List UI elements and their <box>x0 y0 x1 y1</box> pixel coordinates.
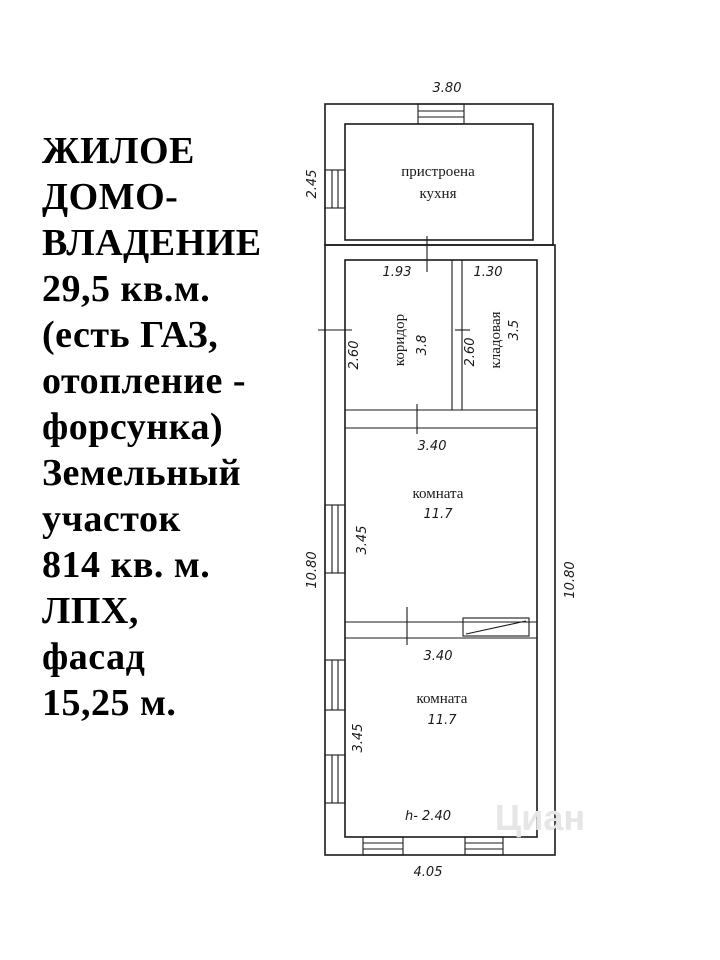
kitchen-width-dim: 3.80 <box>433 81 462 96</box>
corridor-area: 3.8 <box>415 335 430 356</box>
info-line: Земельный <box>42 452 242 494</box>
room1-width-dim: 3.40 <box>418 439 447 454</box>
corridor-label: коридор <box>392 314 408 366</box>
total-right-dim: 10.80 <box>563 561 578 598</box>
listing-info-text: ЖИЛОЕ ДОМО- ВЛАДЕНИЕ 29,5 кв.м. (есть ГА… <box>42 128 302 726</box>
watermark: Циан <box>495 797 585 838</box>
room1-label: комната <box>413 486 464 502</box>
total-left-dim: 10.80 <box>305 551 320 588</box>
storage-depth-dim: 2.60 <box>463 338 478 367</box>
info-line: ДОМО- <box>42 176 179 218</box>
info-line: ВЛАДЕНИЕ <box>42 222 262 264</box>
ceiling-height-dim: h- 2.40 <box>405 809 451 824</box>
storage-area: 3.5 <box>507 320 522 341</box>
kitchen-depth-dim: 2.45 <box>305 170 320 199</box>
kitchen-label-line2: кухня <box>419 186 456 202</box>
room2-width-dim: 3.40 <box>424 649 453 664</box>
storage-width-dim: 1.30 <box>474 265 503 280</box>
windows <box>324 103 504 856</box>
kitchen-label-line1: пристроена <box>401 164 475 180</box>
interior-partitions <box>345 260 537 639</box>
info-line: отопление - <box>42 360 247 402</box>
corridor-depth-dim: 2.60 <box>347 341 362 370</box>
info-line: (есть ГАЗ, <box>42 314 219 356</box>
info-line: ЖИЛОЕ <box>42 130 195 172</box>
info-line: форсунка) <box>42 406 224 448</box>
stove-icon <box>462 617 530 637</box>
info-line: 814 кв. м. <box>42 544 211 586</box>
info-line: 15,25 м. <box>42 682 177 724</box>
room2-label: комната <box>417 691 468 707</box>
room2-depth-dim: 3.45 <box>351 724 366 753</box>
door-marks <box>318 236 470 645</box>
info-line: ЛПХ, <box>42 590 139 632</box>
corridor-width-dim: 1.93 <box>383 265 412 280</box>
info-line: 29,5 кв.м. <box>42 268 211 310</box>
room2-area: 11.7 <box>428 713 458 728</box>
room1-area: 11.7 <box>424 507 454 522</box>
room1-depth-dim: 3.45 <box>355 526 370 555</box>
storage-label: кладовая <box>488 311 504 368</box>
info-line: участок <box>42 498 181 540</box>
bottom-width-dim: 4.05 <box>414 865 443 880</box>
info-line: фасад <box>42 636 146 678</box>
